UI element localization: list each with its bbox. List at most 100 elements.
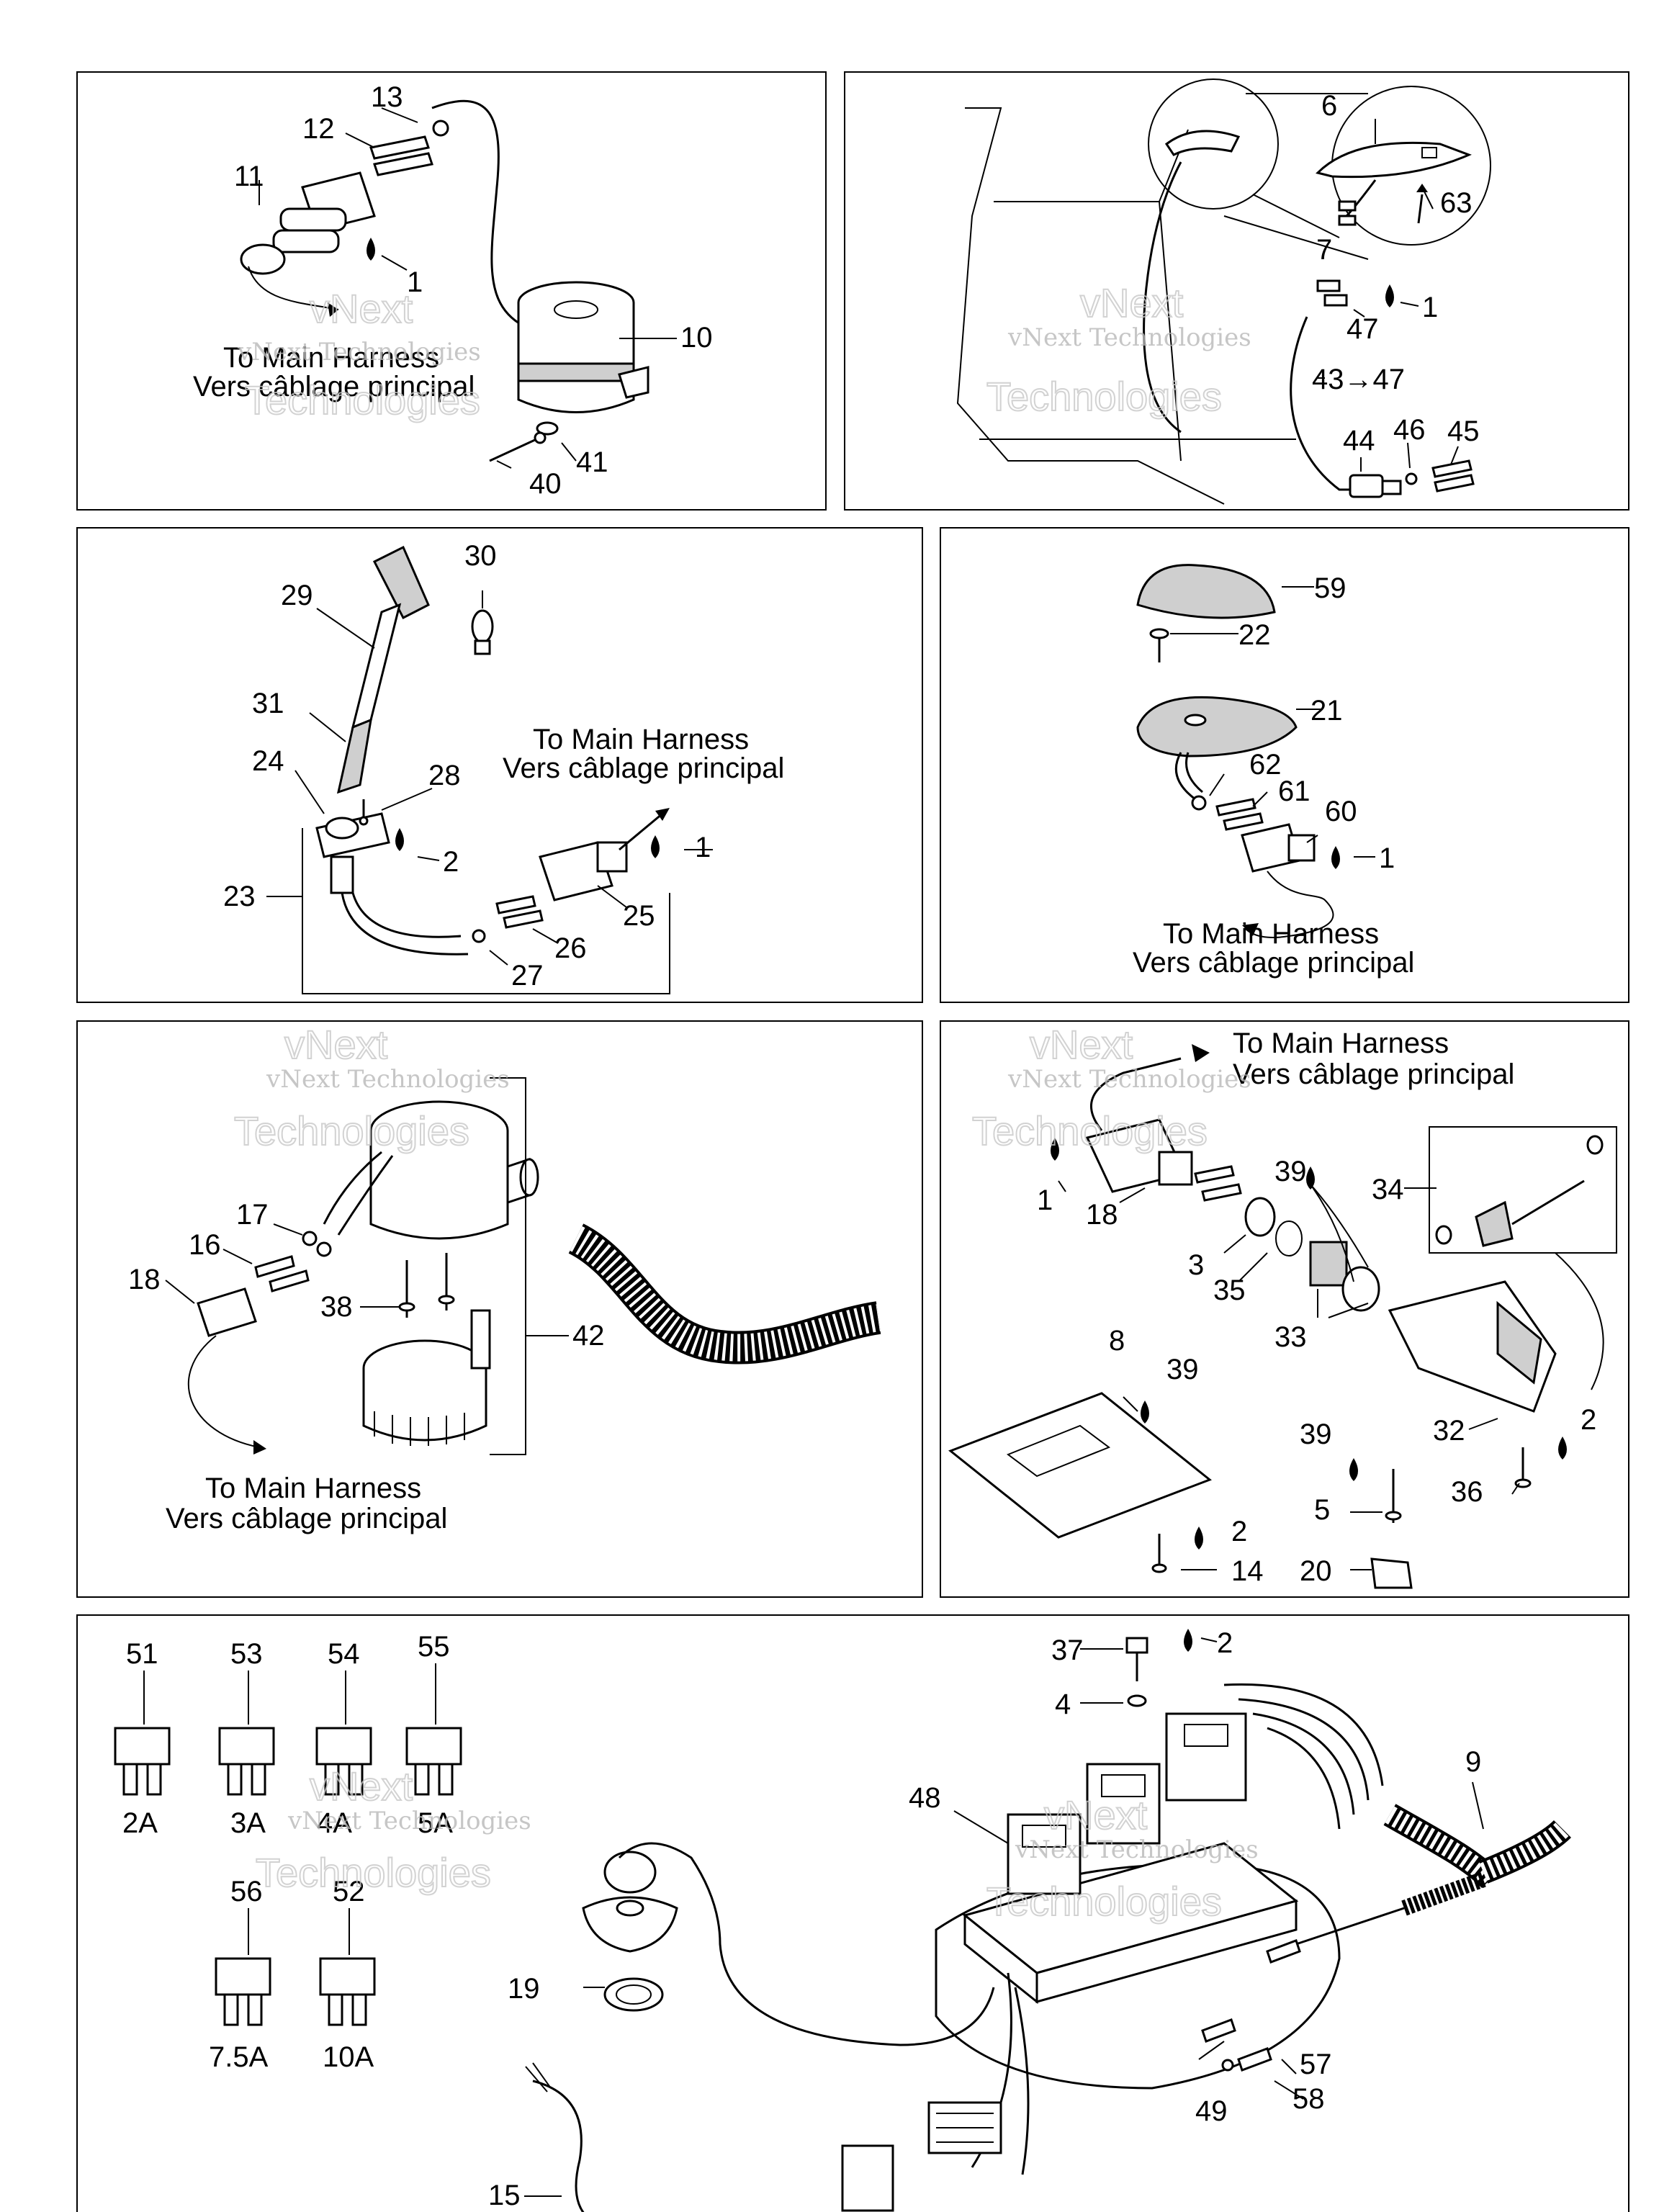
fuse-number: 54 bbox=[328, 1638, 360, 1670]
callout: 58 bbox=[1292, 2083, 1325, 2115]
pump-motor-icon bbox=[517, 281, 649, 413]
callout: 3 bbox=[1188, 1249, 1204, 1281]
fuse-number: 52 bbox=[333, 1876, 365, 1907]
callout: 8 bbox=[1109, 1325, 1125, 1357]
callout: 1 bbox=[407, 266, 423, 298]
to-main-harness-label: To Main Harness bbox=[223, 342, 439, 374]
fuse-number: 55 bbox=[418, 1631, 450, 1663]
panel-5: 17 16 18 38 42 To Main Harness Vers câbl… bbox=[76, 1020, 923, 1598]
panel-2-frame bbox=[844, 71, 1629, 511]
seal-icon bbox=[1221, 2059, 1234, 2072]
callout: 16 bbox=[189, 1229, 221, 1261]
terminal-icon bbox=[1431, 459, 1475, 493]
callout: 1 bbox=[695, 832, 711, 863]
vers-cablage-principal-label: Vers câblage principal bbox=[193, 371, 475, 403]
clamp-icon bbox=[1370, 1557, 1413, 1589]
vers-cablage-principal-label: Vers câblage principal bbox=[1133, 947, 1414, 979]
callout: 42 bbox=[572, 1320, 605, 1352]
fuse-rating: 10A bbox=[323, 2041, 374, 2073]
fuse-number: 53 bbox=[230, 1638, 263, 1670]
watermark-text: vNext bbox=[310, 1763, 413, 1809]
fuse-rating: 5A bbox=[418, 1807, 453, 1839]
pump-motor-icon bbox=[369, 1100, 539, 1240]
watermark-text: vNext bbox=[1080, 280, 1184, 325]
knob-screw-icon bbox=[1435, 1135, 1604, 1247]
to-main-harness-label: To Main Harness bbox=[205, 1473, 421, 1504]
to-main-harness-label: To Main Harness bbox=[1163, 918, 1379, 950]
connector-housing-icon bbox=[1085, 1118, 1193, 1193]
connector-housing-icon bbox=[1349, 474, 1402, 498]
seal-icon bbox=[316, 1241, 332, 1257]
panel-1: 13 12 11 1 10 41 40 To Main Harness Vers… bbox=[76, 71, 827, 511]
panel-7-frame bbox=[76, 1614, 1629, 2212]
callout: 43→47 bbox=[1312, 364, 1405, 395]
callout: 40 bbox=[529, 468, 562, 500]
washer-icon bbox=[536, 421, 559, 436]
terminal-icon bbox=[495, 895, 544, 929]
watermark-text: Technologies bbox=[256, 1850, 491, 1895]
grease-drop-icon bbox=[1349, 1458, 1358, 1481]
terminal-icon bbox=[1215, 798, 1264, 831]
callout: 1 bbox=[1422, 292, 1438, 323]
watermark-text: vNext Technologies bbox=[1007, 1065, 1251, 1094]
panel-7: 51 53 54 55 56 52 2A 3A 4A 5A 7.5A 10A bbox=[76, 1614, 1629, 2212]
panel-3-frame bbox=[76, 527, 923, 1003]
watermark-text: vNext Technologies bbox=[287, 1807, 531, 1835]
seal-icon bbox=[1405, 472, 1418, 485]
callout: 14 bbox=[1231, 1555, 1264, 1587]
fuse-rating: 2A bbox=[122, 1807, 158, 1839]
callout: 61 bbox=[1278, 775, 1310, 807]
callout: 20 bbox=[1300, 1555, 1332, 1587]
callout: 62 bbox=[1249, 749, 1282, 781]
callout: 48 bbox=[909, 1782, 941, 1814]
connector-housing-icon bbox=[197, 1287, 257, 1337]
fuse-box-icon bbox=[935, 1712, 1341, 2090]
grease-drop-icon bbox=[1051, 1138, 1059, 1161]
courtesy-light-icon bbox=[1164, 130, 1472, 179]
strainer-base-icon bbox=[362, 1309, 491, 1446]
connector-pair-icon bbox=[1316, 200, 1357, 307]
callout: 5 bbox=[1314, 1494, 1330, 1526]
watermark-text: vNext bbox=[310, 286, 413, 331]
fuse-icon bbox=[215, 1957, 271, 2026]
callout: 24 bbox=[252, 745, 284, 777]
callout: 32 bbox=[1433, 1415, 1465, 1447]
callout: 44 bbox=[1343, 425, 1375, 457]
float-switch-icon bbox=[1388, 1280, 1557, 1413]
screw-icon bbox=[1151, 1447, 1532, 1573]
fuse-icon bbox=[315, 1727, 372, 1796]
grease-drop-icon bbox=[1558, 1437, 1567, 1460]
vers-cablage-principal-label: Vers câblage principal bbox=[1233, 1058, 1514, 1090]
watermark-text: Technologies bbox=[234, 1108, 469, 1154]
fuse-icon bbox=[218, 1727, 275, 1796]
callout: 27 bbox=[511, 960, 544, 992]
callout: 9 bbox=[1465, 1746, 1481, 1778]
callout: 11 bbox=[234, 161, 264, 192]
fuse-icon bbox=[319, 1957, 376, 2026]
callout: 2 bbox=[443, 846, 459, 878]
panel-4-frame bbox=[940, 527, 1629, 1003]
vers-cablage-principal-label: Vers câblage principal bbox=[503, 752, 784, 784]
callout: 26 bbox=[554, 932, 587, 964]
callout: 19 bbox=[508, 1973, 540, 2005]
terminal-icon bbox=[369, 135, 433, 176]
panel-1-wire bbox=[431, 99, 577, 340]
callout: 18 bbox=[1086, 1199, 1118, 1231]
callout: 31 bbox=[252, 688, 284, 719]
mounting-plate-icon bbox=[948, 1392, 1212, 1539]
callout: 46 bbox=[1393, 414, 1426, 446]
screw-icon bbox=[489, 431, 547, 462]
watermark-text: vNext Technologies bbox=[266, 1065, 510, 1094]
detail-box bbox=[1429, 1126, 1617, 1254]
callout: 1 bbox=[1379, 842, 1395, 874]
callout: 10 bbox=[680, 322, 713, 354]
watermark-text: Technologies bbox=[972, 1108, 1208, 1154]
callout: 59 bbox=[1314, 572, 1346, 604]
callout: 29 bbox=[281, 580, 313, 611]
callout: 37 bbox=[1051, 1635, 1084, 1666]
grease-drop-icon bbox=[1195, 1527, 1203, 1550]
grease-drop-icon bbox=[367, 238, 375, 261]
callout: 30 bbox=[464, 540, 497, 572]
callout: 22 bbox=[1238, 619, 1271, 651]
